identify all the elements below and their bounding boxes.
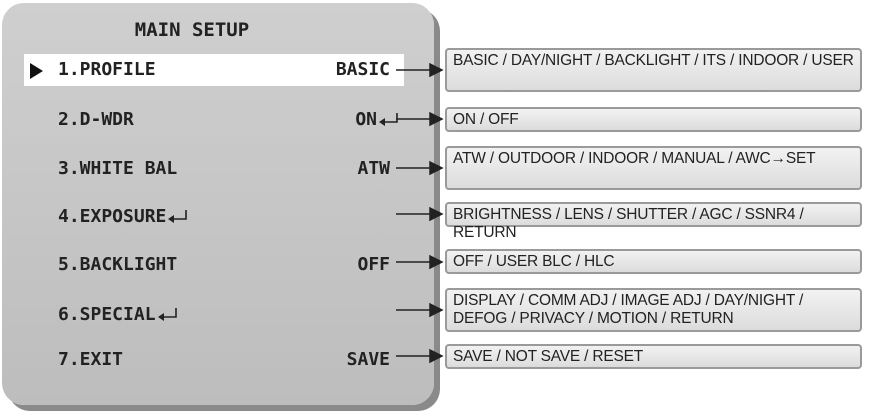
option-box-exposure: BRIGHTNESS / LENS / SHUTTER / AGC / SSNR… (445, 202, 862, 241)
menu-item-value: SAVE (346, 349, 390, 370)
menu-item-value: ATW (357, 158, 390, 179)
option-box-special: DISPLAY / COMM ADJ / IMAGE ADJ / DAY/NIG… (445, 288, 862, 332)
menu-item-label: 6.SPECIAL (58, 304, 156, 325)
menu-item-profile[interactable]: 1.PROFILE BASIC (24, 54, 404, 86)
enter-return-icon (379, 113, 398, 126)
menu-item-label: 3.WHITE BAL (58, 158, 178, 179)
menu-item-d-wdr[interactable]: 2.D-WDR ON (24, 104, 404, 136)
option-box-exit: SAVE / NOT SAVE / RESET (445, 344, 862, 369)
option-box-backlight: OFF / USER BLC / HLC (445, 249, 862, 274)
menu-item-white-bal[interactable]: 3.WHITE BAL ATW (24, 153, 404, 185)
option-box-profile: BASIC / DAY/NIGHT / BACKLIGHT / ITS / IN… (445, 48, 862, 92)
enter-return-icon (157, 308, 177, 321)
menu-item-value-group: ON (355, 109, 400, 130)
menu-item-label: 5.BACKLIGHT (58, 254, 178, 275)
menu-title: MAIN SETUP (134, 19, 250, 41)
menu-item-label-group: 6.SPECIAL (58, 304, 179, 325)
menu-item-label: 2.D-WDR (58, 109, 134, 130)
main-setup-menu-panel: MAIN SETUP 1.PROFILE BASIC 2.D-WDR ON 3.… (2, 3, 434, 405)
menu-item-label: 7.EXIT (58, 349, 124, 370)
arrow-right-icon (396, 206, 444, 222)
menu-item-value: ON (355, 109, 377, 130)
menu-item-label: 4.EXPOSURE (58, 206, 167, 227)
menu-item-value: BASIC (335, 59, 390, 80)
menu-item-special[interactable]: 6.SPECIAL (24, 299, 404, 331)
option-box-white-bal: ATW / OUTDOOR / INDOOR / MANUAL / AWC→SE… (445, 146, 862, 190)
menu-item-exit[interactable]: 7.EXIT SAVE (24, 344, 404, 376)
triangle-cursor-icon (30, 63, 43, 79)
arrow-right-icon (396, 302, 444, 318)
arrow-right-icon (396, 348, 444, 364)
arrow-right-icon (396, 62, 444, 78)
arrow-right-icon (396, 111, 444, 127)
menu-item-value: OFF (357, 254, 390, 275)
menu-item-exposure[interactable]: 4.EXPOSURE (24, 201, 404, 233)
menu-item-backlight[interactable]: 5.BACKLIGHT OFF (24, 249, 404, 281)
menu-item-label-group: 4.EXPOSURE (58, 206, 189, 227)
option-box-d-wdr: ON / OFF (445, 107, 862, 132)
arrow-right-icon (396, 254, 444, 270)
arrow-right-icon (396, 160, 444, 176)
enter-return-icon (168, 210, 188, 223)
menu-item-label: 1.PROFILE (58, 59, 156, 80)
